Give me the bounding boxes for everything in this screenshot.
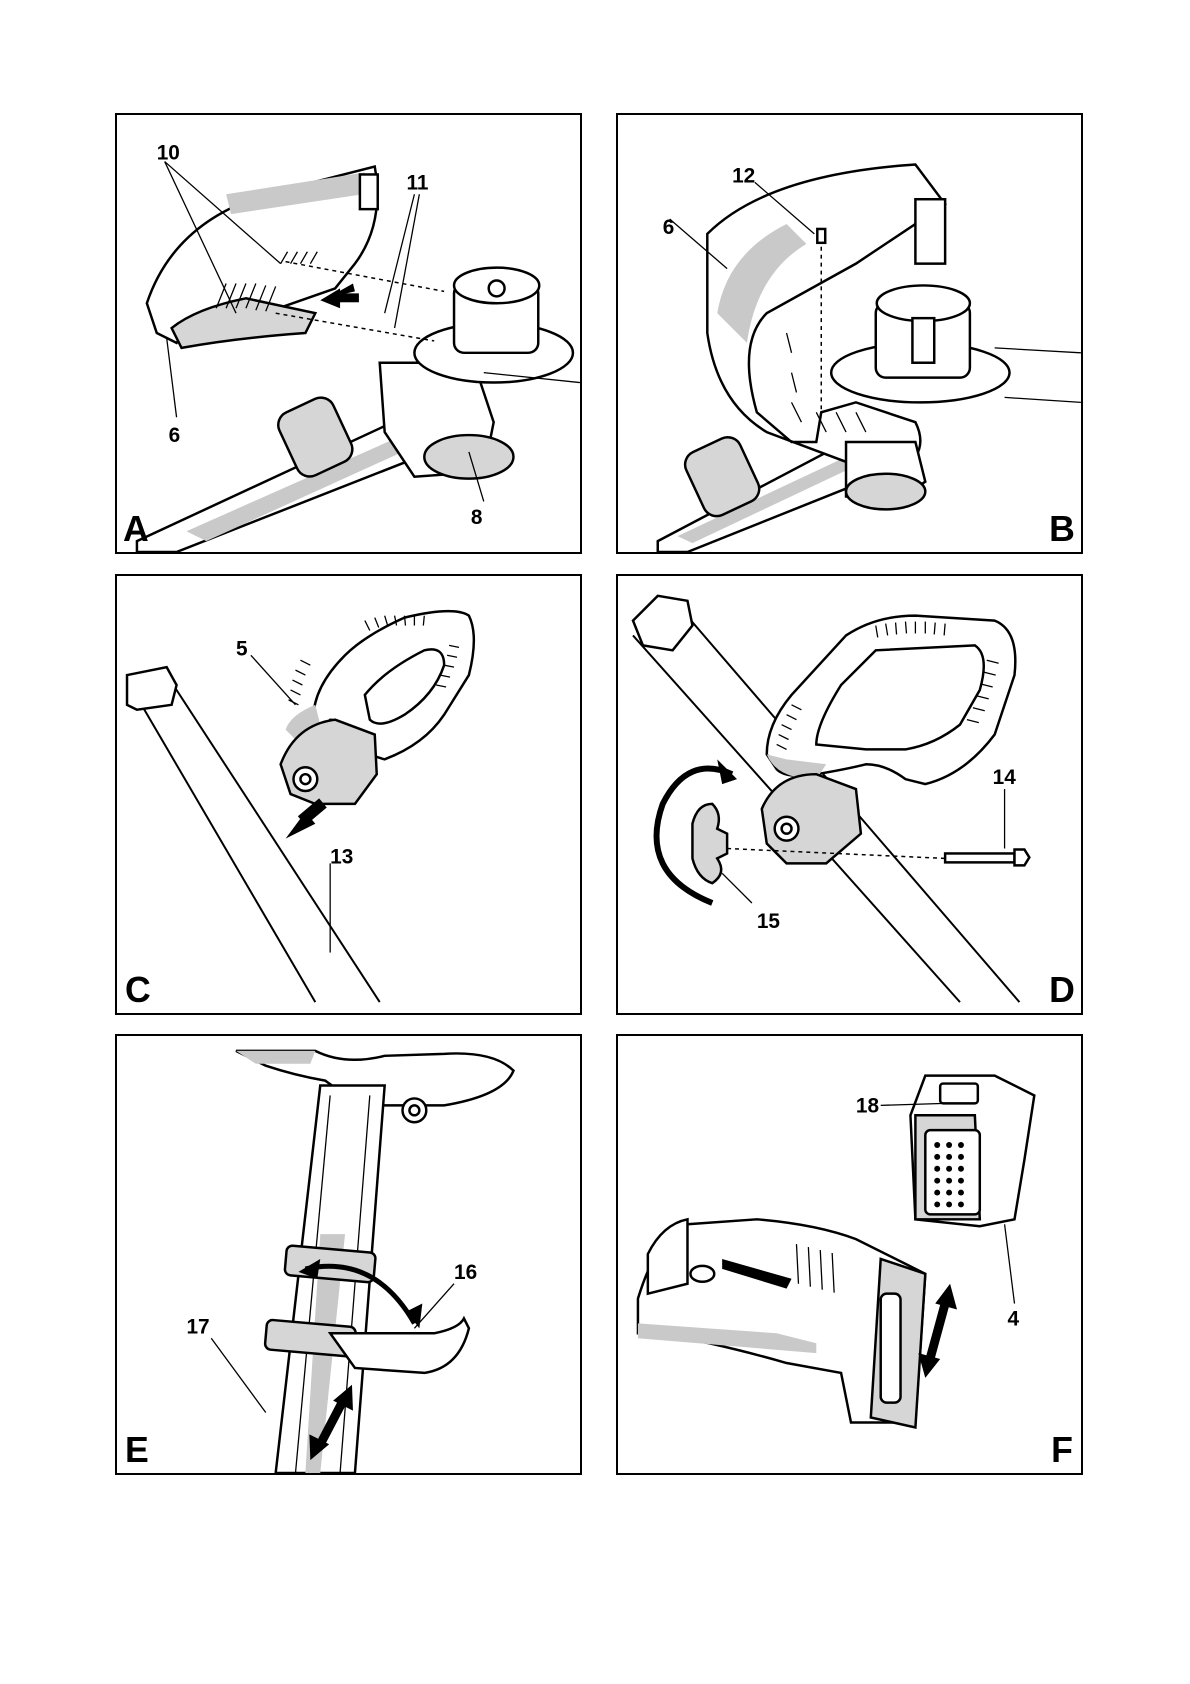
panel-a-illustration: 10 11 6 8 A xyxy=(117,115,580,552)
callout-8: 8 xyxy=(471,506,483,529)
panel-c-illustration: 5 13 C xyxy=(117,576,580,1013)
figure-panel-d: 15 14 D xyxy=(616,574,1083,1015)
callout-17: 17 xyxy=(186,1315,209,1338)
figure-panel-e: 16 17 E xyxy=(115,1034,582,1475)
panel-letter-f: F xyxy=(1051,1430,1073,1470)
panel-letter-d: D xyxy=(1049,970,1075,1010)
callout-12: 12 xyxy=(732,164,755,187)
callout-5: 5 xyxy=(236,637,248,660)
panel-d-illustration: 15 14 D xyxy=(618,576,1081,1013)
callout-16: 16 xyxy=(454,1261,477,1284)
figure-panel-a: 10 11 6 8 A xyxy=(115,113,582,554)
callout-18: 18 xyxy=(856,1094,879,1117)
callout-10: 10 xyxy=(157,142,180,165)
panel-b-illustration: 12 6 B xyxy=(618,115,1081,552)
panel-letter-e: E xyxy=(125,1430,149,1470)
panel-f-illustration: 18 4 F xyxy=(618,1036,1081,1473)
callout-4: 4 xyxy=(1008,1307,1020,1330)
figure-panel-b: 12 6 B xyxy=(616,113,1083,554)
panel-letter-c: C xyxy=(125,970,151,1010)
callout-6: 6 xyxy=(663,216,675,239)
panel-letter-b: B xyxy=(1049,509,1075,549)
figure-panel-c: 5 13 C xyxy=(115,574,582,1015)
panel-e-illustration: 16 17 E xyxy=(117,1036,580,1473)
panel-letter-a: A xyxy=(123,509,149,549)
callout-11: 11 xyxy=(406,171,428,194)
figure-panel-f: 18 4 F xyxy=(616,1034,1083,1475)
callout-15: 15 xyxy=(757,910,780,933)
callout-14: 14 xyxy=(993,766,1017,789)
callout-6: 6 xyxy=(169,424,181,447)
callout-13: 13 xyxy=(330,845,353,868)
